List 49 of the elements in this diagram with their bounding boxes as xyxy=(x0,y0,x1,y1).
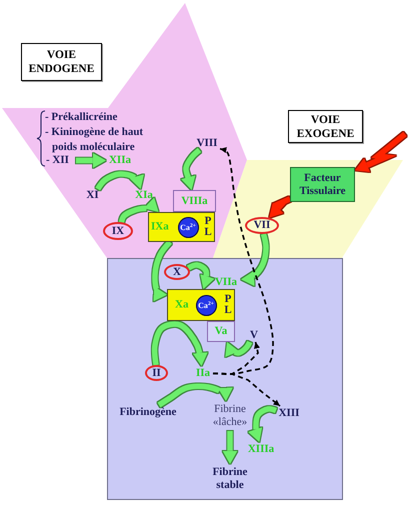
factor-label: XIIa xyxy=(106,154,134,167)
list-item: - Prékallicréine xyxy=(45,110,118,125)
pathway-region xyxy=(213,160,403,258)
enzyme-complex-box xyxy=(167,289,235,321)
list-item: - Kininogène de haut poids moléculaire xyxy=(45,125,144,155)
lightning-arrow xyxy=(267,196,292,220)
factor-label: Xa xyxy=(175,300,188,310)
factor-label: IIa xyxy=(193,366,213,380)
dashed-arrow xyxy=(212,147,274,375)
curved-arrow xyxy=(152,240,172,300)
curved-arrow xyxy=(248,406,277,443)
factor-label: VIII xyxy=(194,136,220,150)
factor-ellipse: VII xyxy=(245,217,279,234)
factor-label: IXa xyxy=(151,222,169,232)
fibrinogen-label: Fibrinogène xyxy=(112,405,184,419)
dashed-arrow xyxy=(212,372,281,407)
block-arrow xyxy=(76,154,106,168)
pathway-region xyxy=(2,3,247,258)
block-arrow xyxy=(223,431,237,464)
curved-arrow xyxy=(187,262,214,290)
curved-arrow xyxy=(240,233,269,286)
curved-arrow xyxy=(182,148,202,191)
factor-ellipse: IX xyxy=(103,222,133,240)
cofactor-box: VIIIa xyxy=(173,190,216,212)
factor-label: XI xyxy=(84,189,101,202)
calcium-ion-circle: Ca$^{2+}$ xyxy=(196,294,216,316)
factor-label: XIIIa xyxy=(245,442,277,456)
cofactor-box: Va xyxy=(207,321,235,342)
phospholipid-label: P L xyxy=(224,294,232,316)
factor-label: - XII xyxy=(46,154,76,167)
calcium-ion-circle: Ca$^{2+}$ xyxy=(178,216,198,238)
pathway-title-box: VOIE EXOGENE xyxy=(288,110,363,143)
fibrin-label: Fibrine «lâche» xyxy=(210,401,250,431)
curved-arrow xyxy=(158,384,232,408)
lightning-arrow xyxy=(354,132,407,173)
curved-arrow xyxy=(224,340,252,357)
factor-label: V xyxy=(247,328,261,342)
enzyme-complex-box xyxy=(148,212,215,242)
curved-arrow xyxy=(118,198,160,223)
factor-label: XIa xyxy=(133,189,155,202)
pathway-title-box: VOIE ENDOGENE xyxy=(21,43,102,81)
phospholipid-label: P L xyxy=(204,216,212,238)
factor-ellipse: X xyxy=(164,264,190,280)
tissue-factor-box: Facteur Tissulaire xyxy=(290,167,355,202)
factor-label: XIII xyxy=(276,406,302,420)
factor-ellipse: II xyxy=(145,365,168,381)
fibrin-label: Fibrine stable xyxy=(210,464,250,494)
pathway-region xyxy=(107,258,343,500)
factor-label: VIIa xyxy=(211,276,241,289)
